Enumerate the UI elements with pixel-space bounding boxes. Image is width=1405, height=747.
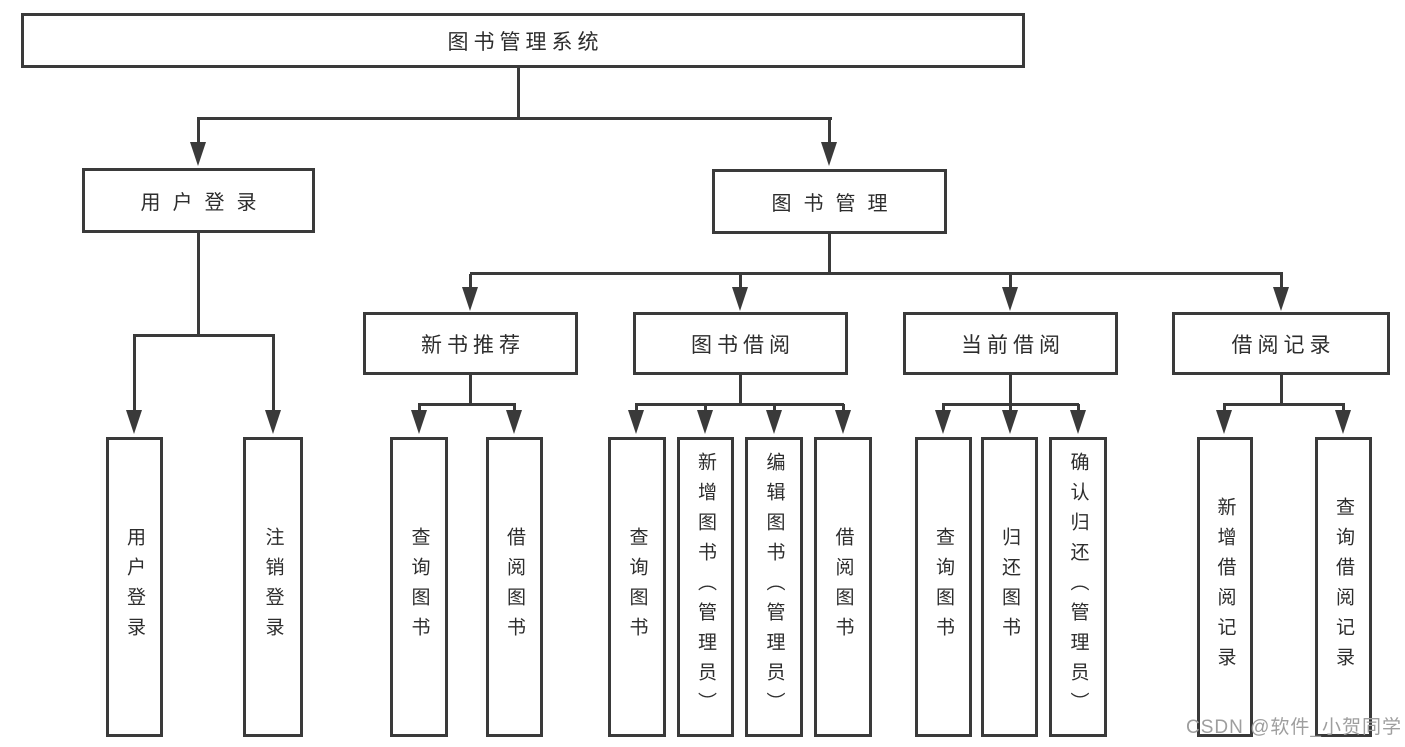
connector-line [1280,274,1283,288]
connector-line [828,232,831,274]
leaf-return-book: 归还图书 [981,437,1038,737]
connector-line [133,336,136,412]
arrowhead-down [1273,287,1289,311]
connector-line [1223,404,1226,412]
leaf-add-book: 新增图书（管理员） [677,437,734,737]
connector-line [739,274,742,288]
connector-line [739,373,742,405]
leaf-borrow-book: 借阅图书 [814,437,872,737]
connector-line [828,118,831,145]
arrowhead-down [1002,410,1018,434]
arrowhead-down [506,410,522,434]
connector-line [517,66,520,119]
arrowhead-down [126,410,142,434]
connector-line [635,403,844,406]
leaf-query-book-borrow: 查询图书 [608,437,666,737]
connector-line [272,336,275,412]
arrowhead-down [1216,410,1232,434]
arrowhead-down [835,410,851,434]
node-new-book: 新书推荐 [363,312,578,375]
connector-line [1077,404,1080,412]
connector-line [469,373,472,405]
connector-line [197,117,832,120]
connector-line [1342,404,1345,412]
leaf-query-book-current: 查询图书 [915,437,972,737]
node-borrow-record: 借阅记录 [1172,312,1390,375]
connector-line [1009,404,1012,412]
connector-line [1009,274,1012,288]
connector-line [773,404,776,412]
arrowhead-down [462,287,478,311]
connector-line [418,403,516,406]
connector-line [469,274,472,288]
watermark: CSDN @软件_小贺同学 [1186,717,1402,738]
leaf-query-borrow-record: 查询借阅记录 [1315,437,1372,737]
arrowhead-down [190,142,206,166]
arrowhead-down [411,410,427,434]
node-book-borrow: 图书借阅 [633,312,848,375]
leaf-confirm-return: 确认归还（管理员） [1049,437,1107,737]
connector-line [1009,373,1012,405]
connector-line [197,231,200,336]
connector-line [513,404,516,412]
arrowhead-down [265,410,281,434]
connector-line [704,404,707,412]
arrowhead-down [1002,287,1018,311]
connector-line [1280,373,1283,405]
connector-line [418,404,421,412]
connector-line [635,404,638,412]
leaf-user-login: 用户登录 [106,437,163,737]
arrowhead-down [732,287,748,311]
arrowhead-down [697,410,713,434]
node-user-login: 用户登录 [82,168,315,233]
connector-line [1223,403,1345,406]
arrowhead-down [935,410,951,434]
arrowhead-down [821,142,837,166]
connector-line [942,404,945,412]
arrowhead-down [1335,410,1351,434]
arrowhead-down [766,410,782,434]
connector-line [197,118,200,145]
leaf-add-borrow-record: 新增借阅记录 [1197,437,1253,737]
leaf-borrow-book-new: 借阅图书 [486,437,543,737]
leaf-query-book-new: 查询图书 [390,437,448,737]
connector-line [470,272,1283,275]
connector-line [133,334,275,337]
node-book-mgmt: 图书管理 [712,169,947,234]
arrowhead-down [628,410,644,434]
node-root: 图书管理系统 [21,13,1025,68]
arrowhead-down [1070,410,1086,434]
connector-line [842,404,845,412]
node-current-borrow: 当前借阅 [903,312,1118,375]
leaf-edit-book: 编辑图书（管理员） [745,437,803,737]
leaf-logout: 注销登录 [243,437,303,737]
